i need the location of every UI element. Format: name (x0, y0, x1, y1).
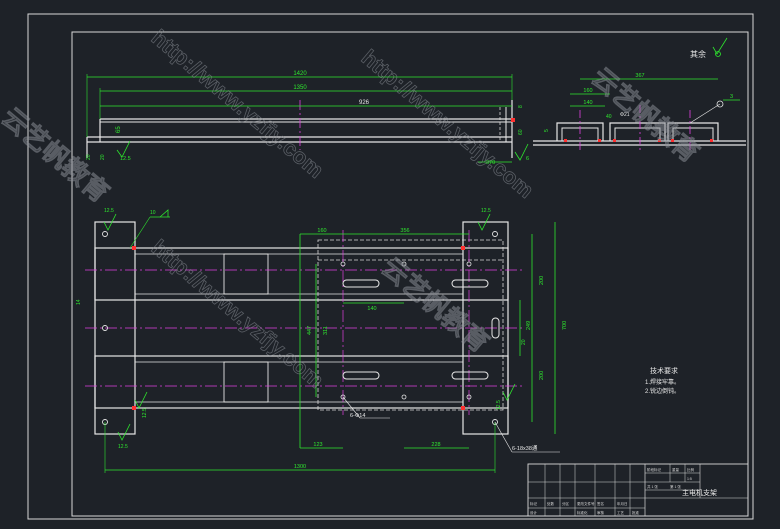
dim-small-right: 20 (100, 154, 106, 160)
dim-side-160: 160 (583, 88, 592, 94)
dim-side-40: 40 (606, 114, 612, 120)
svg-text:签名: 签名 (597, 501, 604, 506)
svg-text:审核: 审核 (597, 510, 605, 515)
dim-side-phi: Φ21 (620, 112, 630, 118)
watermark-5: 云艺帆教育 (586, 62, 705, 169)
dim-right-h2: 60 (518, 129, 524, 135)
dim-plan-160: 160 (317, 228, 326, 234)
dim-right-detail: 370 (486, 160, 495, 166)
dim-plan-700: 700 (562, 321, 568, 330)
dim-inner: 1350 (293, 85, 307, 91)
title-block: 主电机支架 阶段标记 重量 比例 1:5 共 1 张 第 1 张 标记 处数 分… (527, 463, 749, 517)
dim-plan-200a: 200 (539, 276, 545, 285)
roughness-symbol (715, 51, 721, 57)
watermark-1: 云艺帆教育 (0, 102, 115, 209)
watermark-4: http://www.yzfjy.com (147, 235, 329, 393)
roughness-br: 12.5 (496, 400, 502, 410)
svg-text:年月日: 年月日 (617, 501, 628, 506)
technical-requirements: 技术要求 1.焊接牢靠。 2.锐边倒钝。 (645, 366, 680, 395)
dim-side-140: 140 (583, 100, 592, 106)
svg-text:工艺: 工艺 (617, 510, 625, 515)
dim-plan-20: 20 (521, 339, 527, 345)
watermark-6: 云艺帆教育 (376, 252, 495, 359)
roughness-left: 12.5 (120, 156, 131, 162)
watermark-3: http://www.yzfjy.com (357, 45, 539, 203)
svg-text:设计: 设计 (530, 510, 538, 515)
side-weld-label: 3 (730, 94, 733, 100)
dim-side-overall: 367 (635, 73, 644, 79)
roughness-mid: 12.5 (142, 408, 148, 418)
holes-label: 6-Φ14 (350, 413, 365, 419)
svg-text:阶段标记: 阶段标记 (647, 467, 661, 472)
roughness-tl: 12.5 (104, 208, 114, 214)
tech-req-title: 技术要求 (650, 366, 678, 375)
svg-text:标准化: 标准化 (577, 510, 588, 515)
other-roughness-label: 其余 (690, 49, 706, 59)
inner-frame (71, 31, 749, 517)
weld-mark (511, 118, 515, 122)
drawing-name: 主电机支架 (682, 488, 717, 497)
outer-frame (27, 13, 754, 520)
dim-plan-200b: 200 (539, 371, 545, 380)
dim-small-left: 20 (86, 154, 92, 160)
svg-text:共 1 张: 共 1 张 (647, 484, 658, 489)
dim-plan-left-14: 14 (76, 299, 82, 305)
svg-text:标记: 标记 (530, 501, 538, 506)
tech-req-item-2: 2.锐边倒钝。 (645, 387, 680, 395)
top-elevation-view: 1420 1350 926 65 20 20 12.5 370 8 60 6 (86, 71, 529, 166)
dim-right-h1: 8 (518, 105, 524, 108)
dim-height: 65 (116, 126, 122, 133)
svg-text:比例: 比例 (687, 467, 695, 472)
dim-side-5: 5 (544, 129, 550, 132)
svg-text:处数: 处数 (547, 501, 555, 506)
slots-label: 6-18x38通 (512, 444, 538, 452)
svg-text:更改文件号: 更改文件号 (577, 501, 595, 506)
roughness-bl: 12.5 (118, 444, 128, 450)
tech-req-item-1: 1.焊接牢靠。 (645, 378, 680, 386)
dim-plan-1300: 1300 (294, 464, 306, 470)
dim-plan-123: 123 (313, 442, 322, 448)
dim-plan-447: 447 (307, 326, 313, 335)
svg-text:1:5: 1:5 (687, 477, 692, 481)
dim-plan-311: 311 (323, 326, 329, 335)
roughness-tr: 12.5 (481, 208, 491, 214)
dim-plan-slot-140: 140 (367, 306, 376, 312)
side-section-view: 367 160 140 5 40 Φ21 3 (533, 73, 746, 150)
dim-plan-228: 228 (431, 442, 440, 448)
plan-view: 160 356 140 447 311 200 249 20 200 700 1… (76, 208, 568, 473)
roughness-right: 6 (526, 156, 529, 162)
watermark-2: http://www.yzfjy.com (147, 25, 329, 183)
svg-text:重量: 重量 (672, 467, 680, 472)
dim-overall: 1420 (293, 71, 307, 77)
svg-text:第 1 张: 第 1 张 (670, 484, 681, 489)
dim-center: 926 (359, 100, 370, 106)
svg-text:批准: 批准 (632, 510, 640, 515)
dim-plan-249: 249 (526, 321, 532, 330)
svg-text:分区: 分区 (562, 501, 570, 506)
dim-plan-356: 356 (400, 228, 409, 234)
weld-tl: 10 (150, 210, 156, 216)
